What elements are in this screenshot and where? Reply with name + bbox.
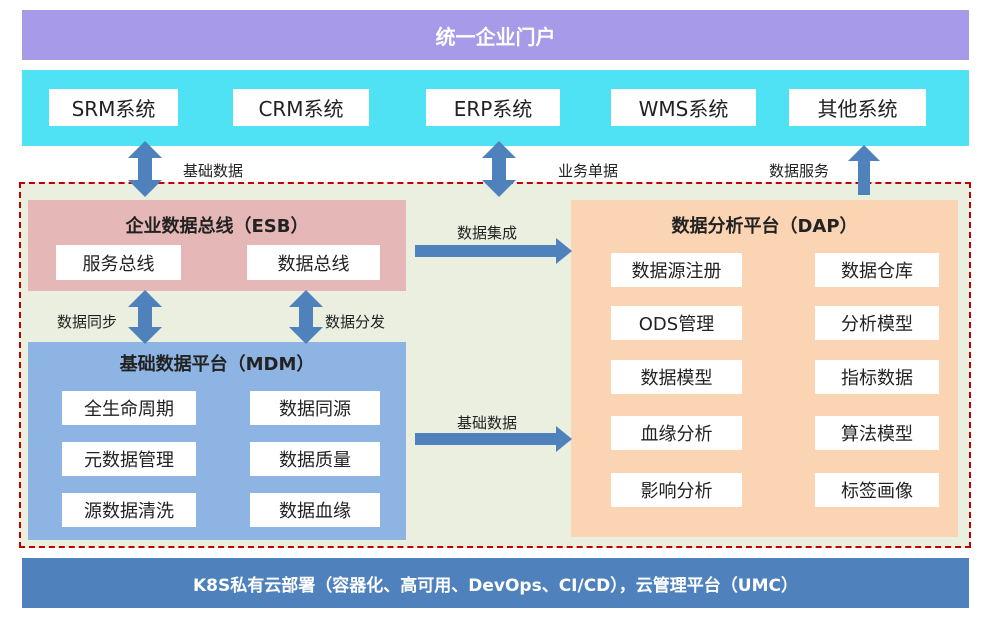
dap-item-metrics[interactable]: 指标数据 (815, 360, 939, 394)
mdm-item-quality[interactable]: 数据质量 (250, 442, 380, 476)
dap-item-impact-analysis[interactable]: 影响分析 (611, 473, 742, 507)
system-srm[interactable]: SRM系统 (49, 89, 178, 126)
esb-title: 企业数据总线（ESB） (125, 216, 309, 237)
system-wms[interactable]: WMS系统 (611, 89, 756, 126)
dap-panel: 数据分析平台（DAP） 数据源注册 数据仓库 ODS管理 分析模型 数据模型 指… (571, 200, 958, 537)
esb-item-service-bus[interactable]: 服务总线 (56, 245, 181, 280)
esb-mdm-distribute-arrow-icon (289, 290, 323, 344)
dap-item-ods[interactable]: ODS管理 (611, 306, 742, 340)
dap-title: 数据分析平台（DAP） (671, 216, 858, 237)
dap-item-tag-profile[interactable]: 标签画像 (815, 473, 939, 507)
label-esb-mdm-sync: 数据同步 (57, 313, 118, 331)
enterprise-portal-bar: 统一企业门户 (22, 10, 969, 60)
dap-item-data-model[interactable]: 数据模型 (611, 360, 742, 394)
system-erp[interactable]: ERP系统 (426, 89, 560, 126)
esb-panel: 企业数据总线（ESB） 服务总线 数据总线 (28, 200, 406, 291)
business-systems-bar: SRM系统 CRM系统 ERP系统 WMS系统 其他系统 (22, 70, 969, 146)
esb-item-data-bus[interactable]: 数据总线 (247, 245, 380, 280)
system-other[interactable]: 其他系统 (789, 89, 926, 126)
srm-esb-double-arrow-icon (128, 141, 162, 197)
esb-mdm-sync-arrow-icon (128, 290, 162, 344)
mdm-item-lifecycle[interactable]: 全生命周期 (62, 391, 196, 425)
mdm-title: 基础数据平台（MDM） (119, 354, 315, 375)
mdm-item-metadata[interactable]: 元数据管理 (62, 442, 196, 476)
label-esb-dap: 数据集成 (457, 224, 518, 242)
label-esb-mdm-distribute: 数据分发 (325, 313, 386, 331)
deployment-footer-bar: K8S私有云部署（容器化、高可用、DevOps、CI/CD），云管理平台（UMC… (22, 558, 969, 608)
dap-other-up-arrow-icon (848, 145, 880, 195)
portal-title: 统一企业门户 (435, 24, 556, 49)
label-dap-other: 数据服务 (769, 162, 830, 180)
mdm-item-same-source[interactable]: 数据同源 (250, 391, 380, 425)
label-mdm-dap: 基础数据 (457, 414, 518, 432)
system-crm[interactable]: CRM系统 (233, 89, 369, 126)
mdm-item-cleansing[interactable]: 源数据清洗 (62, 493, 196, 527)
dap-item-lineage-analysis[interactable]: 血缘分析 (611, 416, 742, 450)
label-srm-esb: 基础数据 (183, 162, 244, 180)
esb-dap-right-arrow-icon (415, 238, 572, 264)
dap-item-warehouse[interactable]: 数据仓库 (815, 253, 939, 287)
mdm-panel: 基础数据平台（MDM） 全生命周期 数据同源 元数据管理 数据质量 源数据清洗 … (28, 342, 406, 540)
dap-item-source-registry[interactable]: 数据源注册 (611, 253, 742, 287)
footer-text: K8S私有云部署（容器化、高可用、DevOps、CI/CD），云管理平台（UMC… (192, 575, 798, 596)
mdm-dap-right-arrow-icon (415, 426, 572, 452)
dap-item-algorithm-model[interactable]: 算法模型 (815, 416, 939, 450)
erp-platform-double-arrow-icon (482, 141, 516, 197)
label-erp-platform: 业务单据 (558, 162, 619, 180)
mdm-item-lineage[interactable]: 数据血缘 (250, 493, 380, 527)
dap-item-analysis-model[interactable]: 分析模型 (815, 306, 939, 340)
